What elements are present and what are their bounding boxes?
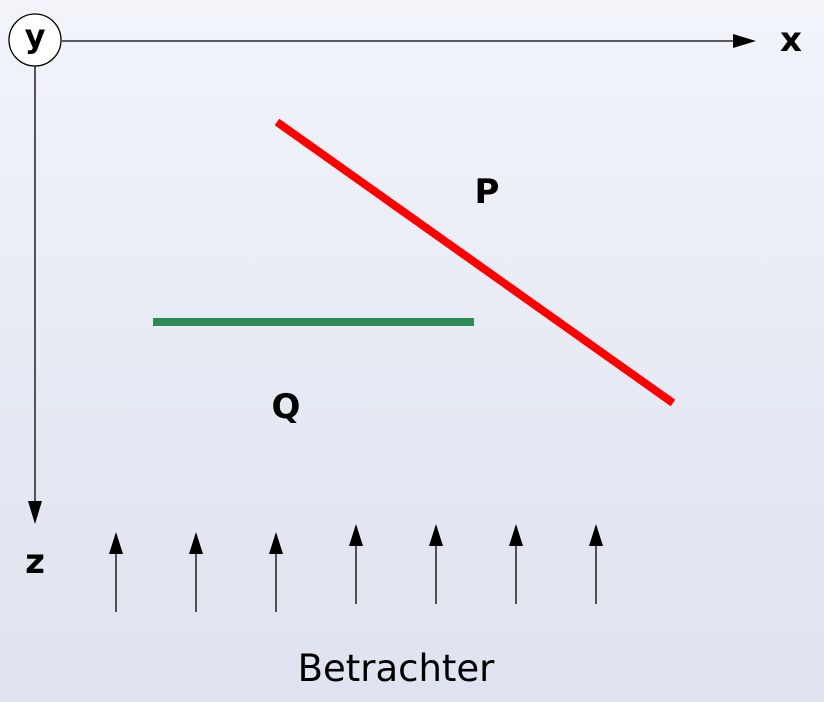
arrow-up-icon bbox=[349, 524, 363, 546]
y-axis-label: y bbox=[25, 17, 46, 55]
arrow-up-icon bbox=[189, 532, 203, 554]
z-axis-arrowhead-icon bbox=[28, 501, 42, 524]
arrow-up-icon bbox=[509, 524, 523, 546]
viewer-arrow bbox=[109, 532, 123, 612]
segment-p-label: P bbox=[475, 172, 500, 212]
arrow-up-icon bbox=[109, 532, 123, 554]
viewer-arrow bbox=[589, 524, 603, 604]
y-axis-circle bbox=[8, 13, 62, 67]
arrow-up-icon bbox=[429, 524, 443, 546]
viewer-label: Betrachter bbox=[298, 647, 496, 690]
arrow-up-icon bbox=[589, 524, 603, 546]
segment-q-label: Q bbox=[272, 387, 301, 427]
viewer-arrow bbox=[429, 524, 443, 604]
arrow-up-icon bbox=[269, 532, 283, 554]
x-axis-label: x bbox=[780, 20, 802, 60]
viewer-arrow bbox=[189, 532, 203, 612]
viewer-arrow bbox=[349, 524, 363, 604]
x-axis-arrowhead-icon bbox=[733, 34, 756, 48]
segment-p bbox=[274, 118, 676, 407]
viewer-arrows bbox=[109, 524, 603, 612]
viewer-arrow bbox=[509, 524, 523, 604]
viewer-arrow bbox=[269, 532, 283, 612]
z-axis-label: z bbox=[25, 542, 45, 582]
